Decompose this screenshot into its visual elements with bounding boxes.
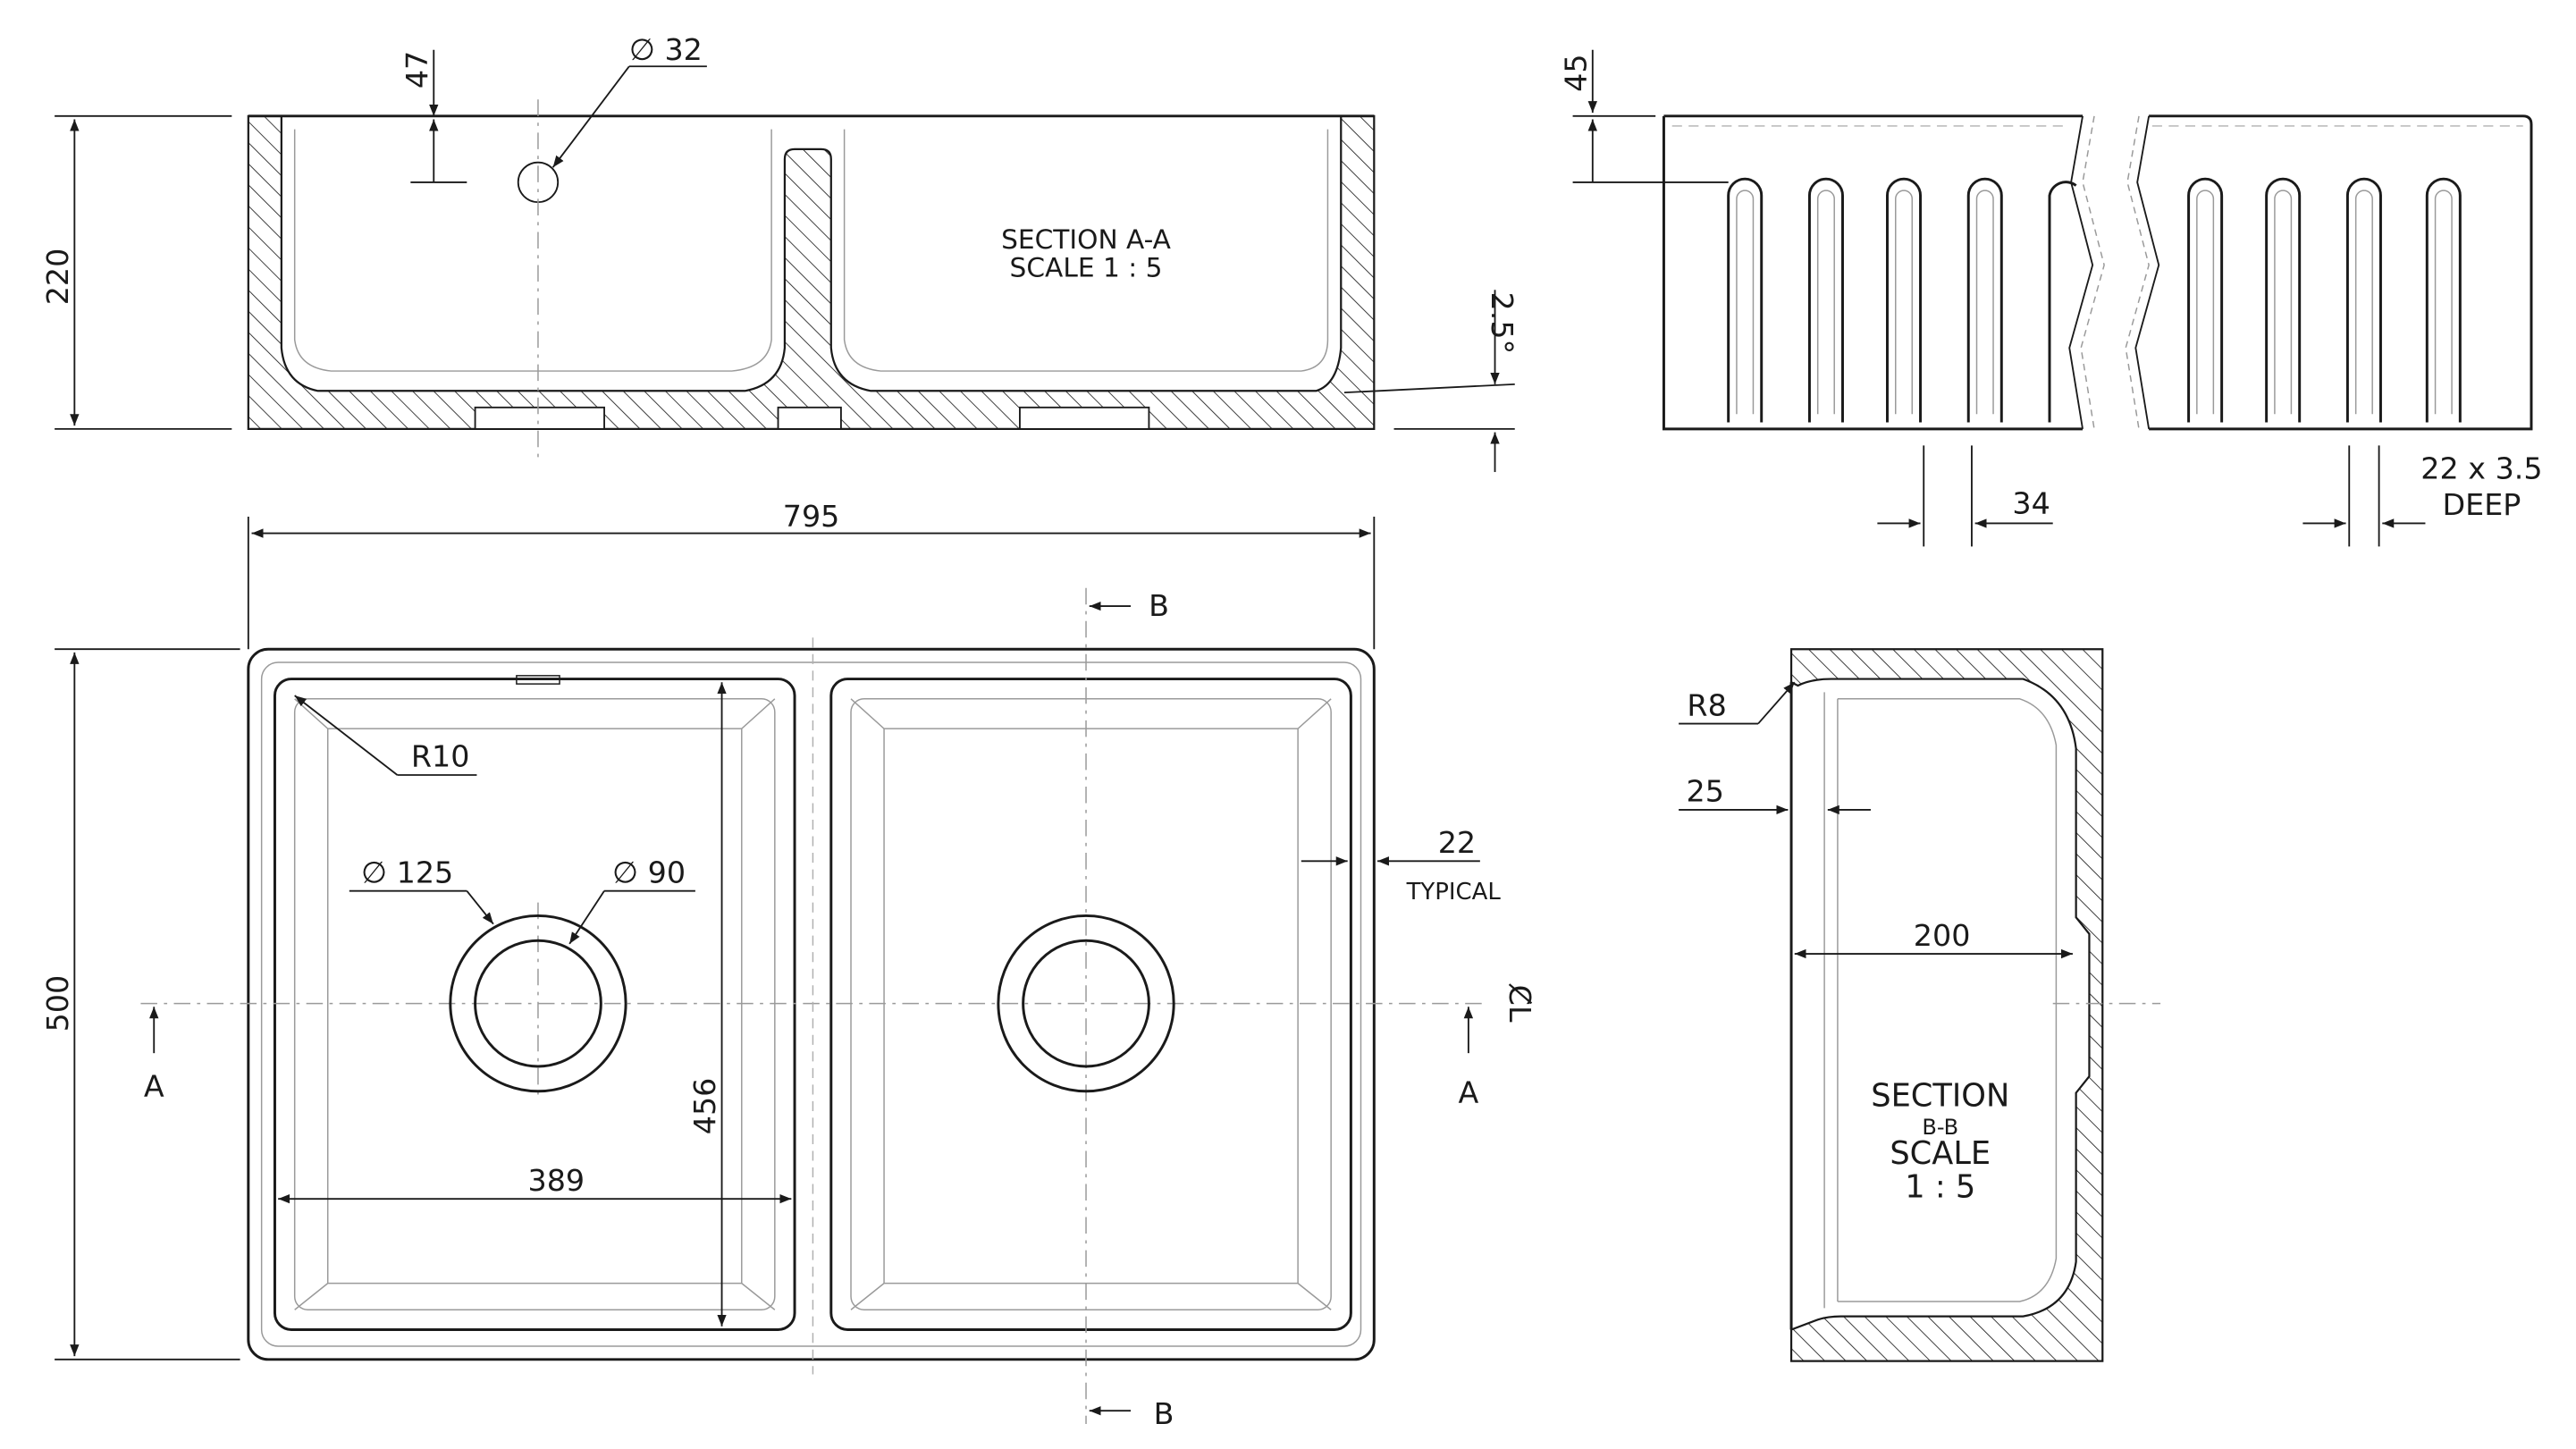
dim-bb-radius: R8	[1687, 687, 1726, 722]
dim-bb-depth: 200	[1914, 918, 1971, 953]
sink-outline	[247, 647, 1376, 1361]
section-bb-title-3: SCALE	[1890, 1135, 1991, 1172]
dim-rim-note: TYPICAL	[1406, 879, 1502, 906]
plan-view: 795 500 456 389 R10 ∅ 125 ∅ 90 22 TYPICA…	[40, 499, 1537, 1431]
section-bb-title-1: SECTION	[1871, 1077, 2009, 1114]
dim-groove-size: 22 x 3.5	[2420, 451, 2542, 485]
dim-groove-pitch: 34	[2012, 485, 2050, 520]
section-aa-title: SECTION A-A	[1001, 223, 1172, 255]
right-waste-outer	[997, 914, 1175, 1093]
section-aa-view: 220 47 ∅ 32 SECTION A-A SCALE 1 : 5 2.5°	[40, 32, 1520, 473]
section-bb-hatch	[1789, 648, 2104, 1362]
right-waste-inner	[1022, 939, 1150, 1068]
dim-overall-width: 795	[783, 499, 840, 534]
dim-overflow-diameter: ∅ 32	[629, 32, 703, 67]
left-waste-outer	[449, 914, 627, 1093]
section-aa-scale: SCALE 1 : 5	[1010, 251, 1163, 282]
dim-waste-offset: 47	[400, 51, 434, 88]
section-bb-title-2: B-B	[1922, 1115, 1958, 1140]
right-bowl	[829, 678, 1352, 1331]
dim-section-height: 220	[40, 249, 75, 306]
left-bowl	[273, 678, 796, 1331]
dim-groove-depth: DEEP	[2442, 487, 2521, 522]
section-aa-hatch	[247, 114, 1376, 430]
section-mark-a-left: A	[144, 1068, 164, 1103]
drainer-grooves	[1727, 177, 2462, 423]
dim-overall-depth: 500	[40, 975, 75, 1032]
section-mark-b-bottom: B	[1154, 1396, 1174, 1431]
dim-bowl-width: 389	[528, 1163, 585, 1198]
centerline-symbol: C̸L	[1503, 983, 1537, 1023]
dim-bb-wall: 25	[1687, 774, 1724, 809]
dim-waste-outer-dia: ∅ 125	[361, 855, 453, 889]
dim-bowl-depth: 456	[687, 1078, 722, 1135]
dim-corner-radius: R10	[411, 739, 470, 774]
section-bb-view: R8 25 200 SECTION B-B SCALE 1 : 5	[1679, 648, 2161, 1362]
section-mark-b-top: B	[1149, 588, 1169, 623]
dim-groove-top: 45	[1558, 54, 1593, 91]
drainer-view: 45 34 22 x 3.5 DEEP	[1558, 49, 2543, 547]
section-mark-a-right: A	[1458, 1075, 1478, 1110]
dim-slope-angle: 2.5°	[1485, 292, 1520, 355]
section-bb-title-4: 1 : 5	[1905, 1168, 1975, 1205]
dim-rim-width: 22	[1438, 825, 1476, 860]
dim-waste-inner-dia: ∅ 90	[612, 855, 686, 889]
left-waste-inner	[474, 939, 602, 1068]
